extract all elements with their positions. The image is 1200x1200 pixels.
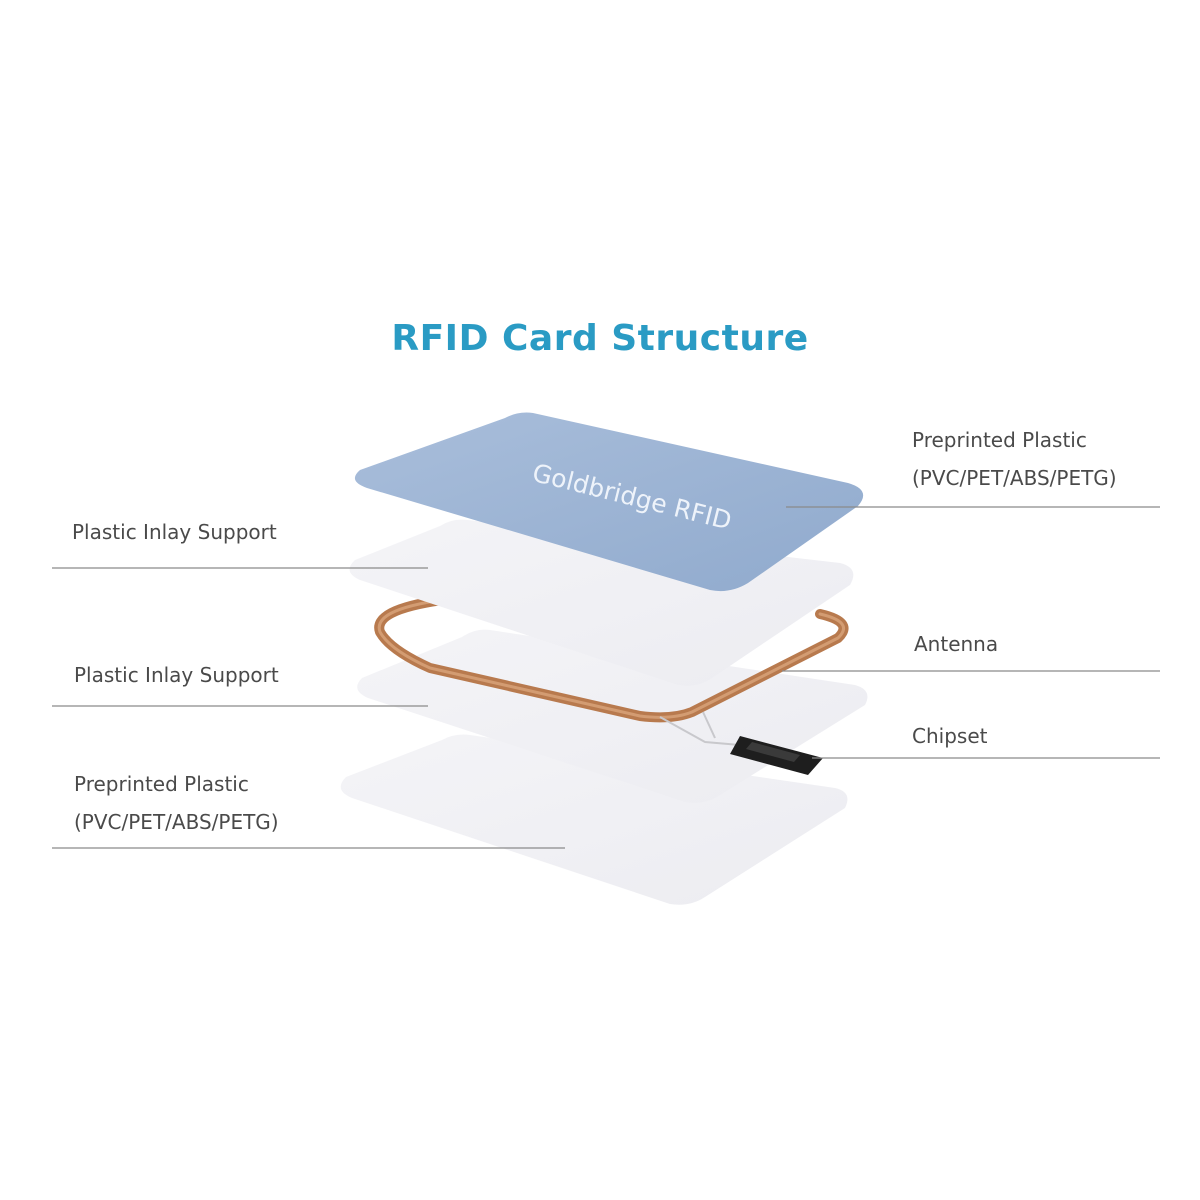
label-lower-inlay: Plastic Inlay Support — [74, 663, 279, 687]
label-top-right-line2: (PVC/PET/ABS/PETG) — [912, 466, 1117, 490]
label-bottom-line1: Preprinted Plastic — [74, 772, 249, 796]
label-bottom-line2: (PVC/PET/ABS/PETG) — [74, 810, 279, 834]
top-card: Goldbridge RFID — [354, 412, 864, 592]
lower-inlay-layer — [357, 629, 868, 803]
chipset — [730, 736, 823, 775]
label-bottom-layer: Preprinted Plastic (PVC/PET/ABS/PETG) — [74, 765, 279, 841]
leader-lines — [52, 506, 1160, 849]
label-top-right-layer: Preprinted Plastic (PVC/PET/ABS/PETG) — [912, 421, 1117, 497]
diagram-title: RFID Card Structure — [391, 318, 809, 359]
label-top-right-line1: Preprinted Plastic — [912, 428, 1087, 452]
antenna-coil — [374, 595, 849, 746]
label-chipset: Chipset — [912, 724, 988, 748]
label-antenna: Antenna — [914, 632, 999, 656]
label-upper-inlay: Plastic Inlay Support — [72, 520, 277, 544]
